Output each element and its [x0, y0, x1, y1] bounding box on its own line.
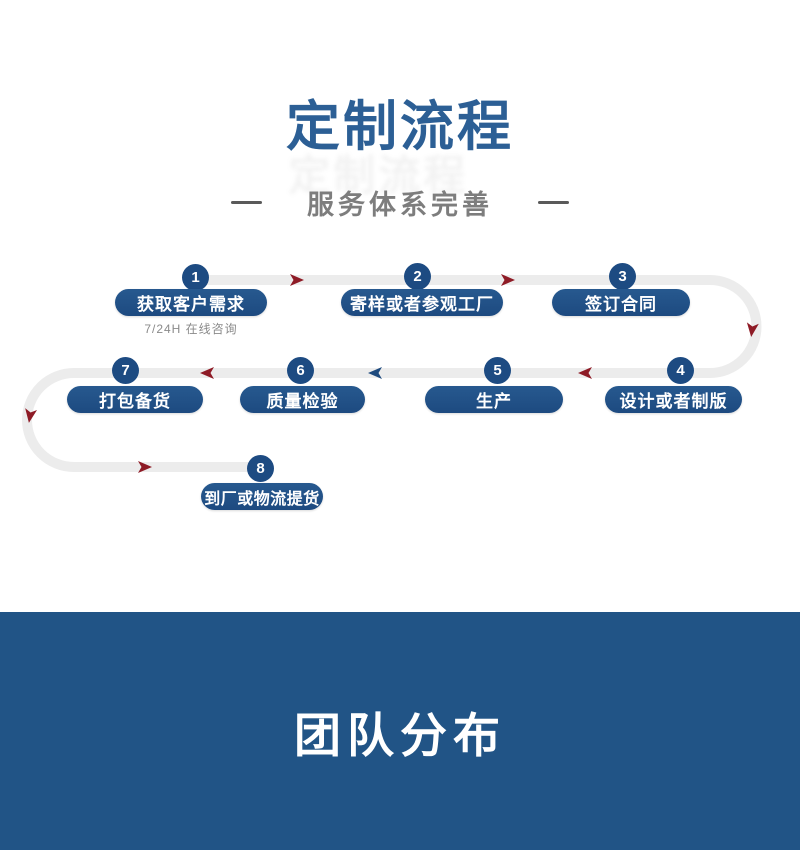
- step-badge-3: 3: [609, 263, 636, 290]
- flow-track: [22, 274, 762, 473]
- team-section-title: 团队分布: [294, 708, 506, 762]
- step-label-6: 质量检验: [240, 386, 365, 413]
- flow-track-path: [22, 275, 762, 472]
- subtitle-row: 服务体系完善: [0, 183, 800, 222]
- team-section-banner: 团队分布: [0, 612, 800, 850]
- arrow-right-icon: [290, 274, 304, 286]
- flow-arrows: [25, 274, 759, 473]
- process-flow-diagram: 1 获取客户需求 7/24H 在线咨询 2 寄样或者参观工厂 3 签订合同 4 …: [0, 240, 800, 540]
- step-badge-1: 1: [182, 264, 209, 291]
- arrow-left-icon: [578, 367, 592, 379]
- step-label-3: 签订合同: [552, 289, 690, 316]
- step-badge-6: 6: [287, 357, 314, 384]
- page-subtitle: 服务体系完善: [307, 190, 493, 220]
- arrow-right-icon: [138, 461, 152, 473]
- step-1-note: 7/24H 在线咨询: [144, 322, 238, 336]
- arrow-right-icon: [501, 274, 515, 286]
- subtitle-right-dash: [538, 201, 569, 204]
- step-label-7: 打包备货: [67, 386, 203, 413]
- step-badge-8: 8: [247, 455, 274, 482]
- arrow-down-icon: [746, 322, 759, 337]
- step-label-4: 设计或者制版: [605, 386, 742, 413]
- arrow-left-icon: [200, 367, 214, 379]
- arrow-left-icon: [368, 367, 382, 379]
- step-badge-5: 5: [484, 357, 511, 384]
- subtitle-left-dash: [231, 201, 262, 204]
- step-badge-4: 4: [667, 357, 694, 384]
- arrow-down-icon: [25, 408, 38, 423]
- step-badge-2: 2: [404, 263, 431, 290]
- step-label-8: 到厂或物流提货: [201, 483, 323, 510]
- step-label-5: 生产: [425, 386, 563, 413]
- step-label-1: 获取客户需求: [115, 289, 267, 316]
- step-badge-7: 7: [112, 357, 139, 384]
- step-label-2: 寄样或者参观工厂: [341, 289, 503, 316]
- page-title: 定制流程: [286, 97, 514, 157]
